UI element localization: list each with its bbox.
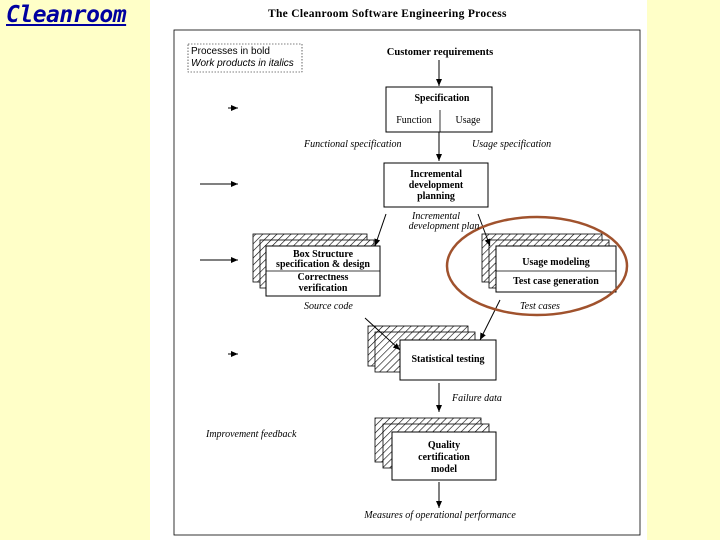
highlight-ellipse	[445, 215, 629, 317]
usage-modeling-box	[495, 245, 617, 293]
diagram-frame	[173, 29, 641, 536]
quality-line1: Quality	[427, 440, 461, 451]
planning-box	[383, 162, 489, 208]
plan-line1: Incremental	[412, 211, 460, 222]
quality-certification-box	[391, 431, 497, 481]
legend-box	[187, 43, 303, 73]
specification-box	[385, 86, 493, 133]
statistical-testing-label: Statistical testing	[411, 354, 485, 365]
test-case-generation-label: Test case generation	[513, 276, 599, 287]
specification-function: Function	[396, 115, 432, 126]
customer-requirements: Customer requirements	[386, 47, 494, 58]
failure-data: Failure data	[452, 393, 502, 404]
box-structure-line4: verification	[298, 283, 348, 294]
box-structure-line2: specification & design	[276, 259, 370, 270]
measures-label: Measures of operational performance	[364, 510, 516, 521]
box-structure-line1: Box Structure	[292, 249, 354, 260]
usage-modeling-label: Usage modeling	[522, 257, 590, 268]
slide-title: Cleanroom	[6, 2, 127, 28]
quality-line2: certification	[418, 452, 470, 463]
source-code: Source code	[304, 301, 353, 312]
quality-line3: model	[430, 464, 458, 475]
diagram-title: The Cleanroom Software Engineering Proce…	[268, 8, 507, 20]
improvement-feedback: Improvement feedback	[206, 429, 297, 440]
specification-title: Specification	[414, 93, 470, 104]
test-cases: Test cases	[520, 301, 560, 312]
process-diagram: The Cleanroom Software Engineering Proce…	[150, 0, 647, 540]
planning-line2: development	[408, 180, 464, 191]
legend-processes: Processes in bold	[191, 46, 270, 57]
usage-specification: Usage specification	[472, 139, 552, 150]
plan-line2: development plan	[408, 221, 480, 232]
planning-line1: Incremental	[409, 169, 463, 180]
specification-usage: Usage	[455, 115, 481, 126]
legend-products: Work products in italics	[191, 58, 294, 69]
diagram-graphics	[173, 29, 641, 536]
statistical-testing-box	[399, 339, 497, 381]
functional-specification: Functional specification	[304, 139, 402, 150]
box-structure-line3: Correctness	[297, 272, 349, 283]
planning-line3: planning	[417, 191, 455, 202]
